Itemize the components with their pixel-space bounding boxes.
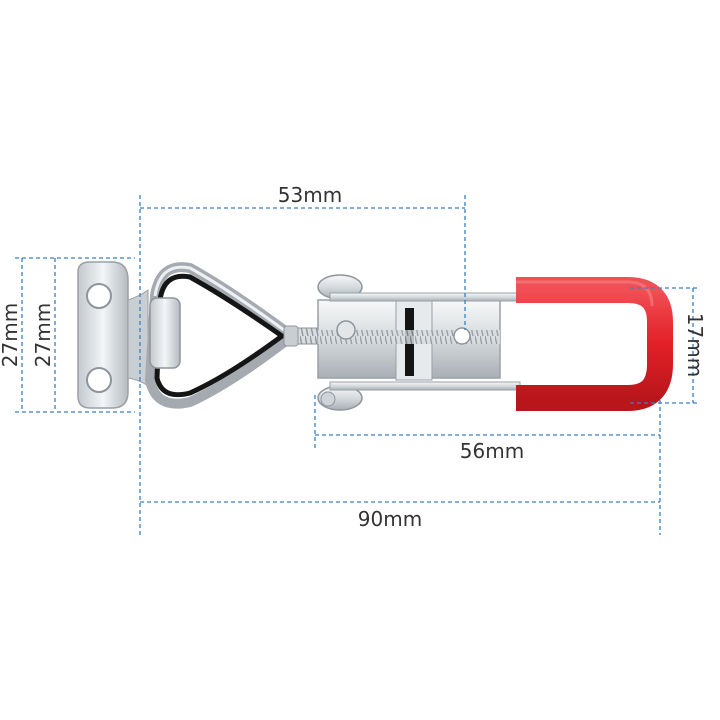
label-53mm: 53mm [278, 183, 342, 207]
label-17mm: 17mm [683, 313, 707, 377]
wire-loop [145, 262, 297, 409]
label-90mm: 90mm [358, 507, 422, 531]
label-27mm-inner: 27mm [31, 303, 55, 367]
toggle-latch-clamp-icon [77, 261, 673, 411]
label-27mm-outer: 27mm [0, 303, 22, 367]
red-handle-grip [516, 277, 673, 411]
latch-body [317, 299, 501, 381]
dimension-labels: 53mm 27mm 27mm 17mm 56mm 90mm [0, 183, 707, 531]
dimension-lines [15, 195, 700, 535]
catch-plate [77, 261, 149, 409]
label-56mm: 56mm [460, 439, 524, 463]
